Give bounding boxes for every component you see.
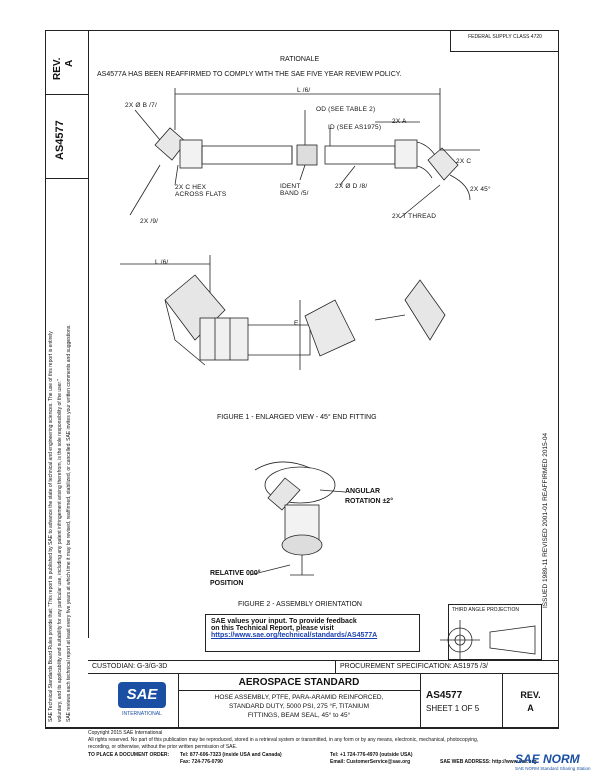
tb-divider-3	[420, 673, 421, 728]
desc-line-1: HOSE ASSEMBLY, PTFE, PARA-ARAMID REINFOR…	[214, 694, 384, 701]
custodian: CUSTODIAN: G-3/G-3D	[92, 663, 168, 670]
ident-band-label: IDENT BAND /5/	[280, 183, 309, 197]
footer-copyright: Copyright 2015 SAE International	[88, 730, 163, 736]
title-block-top	[88, 660, 559, 661]
watermark-sub: SAE NORM Standard Sharing Station	[515, 766, 591, 771]
feedback-line-1: SAE values your input. To provide feedba…	[211, 618, 357, 625]
tb-divider-1	[335, 660, 336, 673]
tb-doc-number: AS4577	[426, 690, 463, 701]
figure2-caption: FIGURE 2 - ASSEMBLY ORIENTATION	[238, 601, 362, 608]
tb-rev-label: REV.	[520, 690, 541, 700]
dim-2x-d: 2X Ø D /8/	[335, 183, 368, 190]
footer-order-label: TO PLACE A DOCUMENT ORDER:	[88, 752, 170, 758]
od-label: OD (SEE TABLE 2)	[316, 106, 376, 113]
angular-label-2: ROTATION ±2°	[345, 498, 393, 505]
footer-rights-2: recording, or otherwise, without the pri…	[88, 744, 238, 750]
id-label: ID (SEE AS1975)	[328, 124, 382, 131]
projection-box	[448, 604, 542, 660]
footer-email: Email: CustomerService@sae.org	[330, 759, 411, 765]
sae-logo-sub: INTERNATIONAL	[122, 711, 162, 717]
dim-2x-b: 2X Ø B /7/	[125, 102, 157, 109]
relative-label-1: RELATIVE 000°	[210, 570, 261, 577]
enlarged-E: E	[294, 320, 299, 327]
tb-divider-2	[178, 673, 179, 728]
dim-2x-c: 2X C	[456, 158, 472, 165]
projection-title: THIRD ANGLE PROJECTION	[452, 607, 519, 613]
relative-label-2: POSITION	[210, 580, 244, 587]
drawing-frame	[45, 30, 559, 728]
dim-L: L /6/	[297, 87, 311, 94]
sae-logo-text: SAE	[126, 686, 158, 703]
thread-label: 2X T THREAD	[392, 213, 437, 220]
title-block-bottom	[45, 728, 559, 729]
footer-web: SAE WEB ADDRESS: http://www.sae.org	[440, 759, 537, 765]
footer-tel-2: Tel: +1 724-776-4970 (outside USA)	[330, 752, 413, 758]
sae-logo: SAE	[118, 682, 166, 708]
left-column-divider	[88, 30, 89, 638]
dim-2x-f: 2X /9/	[140, 218, 159, 225]
left-column-rule-2	[45, 178, 88, 179]
enlarged-L: L /6/	[155, 259, 169, 266]
left-column-rule-1	[45, 94, 88, 95]
watermark-text: SAE NORM	[515, 752, 580, 766]
rationale-text: AS4577A HAS BEEN REAFFIRMED TO COMPLY WI…	[97, 71, 402, 78]
figure1-caption: FIGURE 1 - ENLARGED VIEW - 45° END FITTI…	[217, 414, 377, 421]
footer-tel: Tel: 877-606-7323 (inside USA and Canada…	[180, 752, 282, 758]
title-block-row	[88, 673, 559, 674]
tb-standard-rule	[178, 690, 420, 691]
tb-divider-4	[502, 673, 503, 728]
rationale-title: RATIONALE	[280, 56, 320, 63]
feedback-line-2: on this Technical Report, please visit	[211, 625, 334, 632]
tb-sheet: SHEET 1 OF 5	[426, 704, 480, 713]
dim-2x-a: 2X A	[392, 118, 407, 125]
feedback-link[interactable]: https://www.sae.org/technical/standards/…	[211, 632, 378, 639]
hex-label: 2X C HEX ACROSS FLATS	[175, 184, 227, 198]
desc-line-2: STANDARD DUTY, 5000 PSI, 275 °F, TITANIU…	[228, 703, 370, 710]
desc-line-3: FITTINGS, BEAM SEAL, 45° to 45°	[247, 712, 351, 719]
feedback-box: SAE values your input. To provide feedba…	[205, 614, 420, 652]
standard-type: AEROSPACE STANDARD	[238, 677, 360, 688]
footer-fax: Fax: 724-776-0790	[180, 759, 223, 765]
fed-class-text: FEDERAL SUPPLY CLASS 4720	[468, 34, 542, 40]
footer-rights: All rights reserved. No part of this pub…	[88, 737, 479, 743]
tb-rev-value: A	[527, 703, 534, 713]
procurement-spec: PROCUREMENT SPECIFICATION: AS1975 /3/	[340, 663, 488, 670]
fed-class-box	[450, 30, 559, 52]
angle-45: 2X 45°	[470, 186, 491, 193]
angular-label-1: ANGULAR	[345, 488, 380, 495]
